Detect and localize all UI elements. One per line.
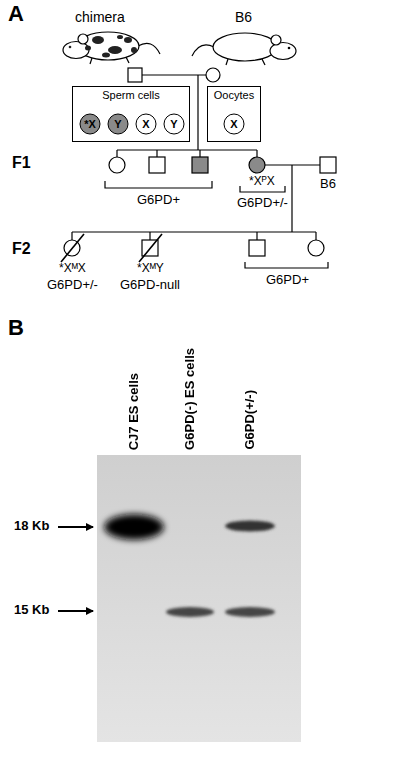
chromosome-label: *X <box>84 118 96 130</box>
oocyte-cell: X <box>223 113 245 135</box>
sperm-cell: Y <box>163 113 185 135</box>
sibship-drop <box>256 232 257 240</box>
size-arrow <box>58 526 93 528</box>
mouse-ear <box>78 34 88 44</box>
sibship-drop <box>71 232 72 240</box>
generation-label: F2 <box>12 240 31 258</box>
generation-label: F1 <box>12 154 31 172</box>
cell-circle <box>108 114 128 134</box>
mouse-tail <box>192 45 214 56</box>
blot-band <box>225 607 275 617</box>
sperm-cell: X <box>135 113 157 135</box>
male-symbol <box>249 240 265 256</box>
cell-circle <box>80 114 100 134</box>
phenotype-label: G6PD+/- <box>47 278 98 292</box>
chimera-mouse <box>63 32 160 64</box>
lane-label: CJ7 ES cells <box>127 373 141 450</box>
panel-letter: B <box>8 316 24 340</box>
carrier-female-symbol <box>249 157 265 173</box>
mouse-ear <box>271 35 281 45</box>
strain-label: chimera <box>75 10 125 25</box>
gamete-box: OocytesX <box>207 86 261 142</box>
male-symbol <box>128 68 142 82</box>
deceased-slash <box>139 234 162 262</box>
female-symbol <box>308 240 324 256</box>
genotype-label: *XᴾX <box>249 175 275 188</box>
gamete-box: Sperm cells *X Y X Y <box>72 86 190 142</box>
blot-band <box>166 607 214 617</box>
genotype-label: *XᴹY <box>137 262 164 275</box>
bracket <box>105 181 212 188</box>
carrier-male-symbol <box>192 157 208 173</box>
cell-circle <box>224 114 244 134</box>
sibship-drop <box>256 150 257 157</box>
mouse-spots <box>69 35 137 58</box>
sperm-cell: *X <box>79 113 101 135</box>
mating-line <box>142 74 206 75</box>
cell-circle <box>136 114 156 134</box>
mouse-leg <box>226 59 228 65</box>
sibship-drop <box>315 232 316 240</box>
male-symbol <box>149 157 165 173</box>
strain-label: B6 <box>235 10 252 25</box>
size-marker: 15 Kb <box>14 603 49 617</box>
chromosome-label: Y <box>114 118 121 130</box>
b6-mouse <box>192 33 296 65</box>
genotype-label: *XᴹX <box>59 262 86 275</box>
blot-band <box>112 520 156 534</box>
chromosome-label: Y <box>170 118 177 130</box>
mouse-tail <box>138 43 160 54</box>
mouse-leg <box>262 59 265 65</box>
male-symbol <box>320 157 336 173</box>
mouse-leg <box>90 58 92 64</box>
phenotype-label: G6PD+ <box>266 273 309 287</box>
lane-label: G6PD(+/-) <box>243 390 257 450</box>
sibship-line <box>117 149 257 150</box>
box-heading: Oocytes <box>208 89 260 101</box>
descent-line <box>291 165 292 232</box>
cell-circle <box>164 114 184 134</box>
sibship-drop <box>116 150 117 157</box>
phenotype-label: G6PD-null <box>120 278 180 292</box>
phenotype-label: G6PD+ <box>137 193 180 207</box>
sibship-drop <box>199 150 200 157</box>
chromosome-label: X <box>142 118 149 130</box>
southern-blot <box>58 455 301 742</box>
deceased-slash <box>61 234 84 262</box>
sibship-drop <box>149 232 150 240</box>
mouse-eye <box>288 47 291 50</box>
chromosome-label: X <box>230 118 237 130</box>
blot-band <box>104 514 164 540</box>
pedigree <box>61 68 336 268</box>
mouse-leg <box>126 57 129 63</box>
female-symbol <box>206 68 220 82</box>
female-symbol <box>109 157 125 173</box>
strain-label: B6 <box>320 177 336 191</box>
panel-letter: A <box>8 2 24 26</box>
descent-line <box>197 75 198 150</box>
blot-band <box>225 521 275 532</box>
size-arrow <box>58 610 93 612</box>
size-marker: 18 Kb <box>14 519 49 533</box>
mouse-body <box>213 33 277 61</box>
sibship-drop <box>156 150 157 157</box>
sperm-cell: Y <box>107 113 129 135</box>
phenotype-label: G6PD+/- <box>237 196 288 210</box>
lane-label: G6PD(-) ES cells <box>183 348 197 450</box>
bracket <box>245 262 328 268</box>
sibship-line <box>72 231 316 232</box>
box-heading: Sperm cells <box>73 89 189 101</box>
blot-membrane <box>97 455 301 742</box>
